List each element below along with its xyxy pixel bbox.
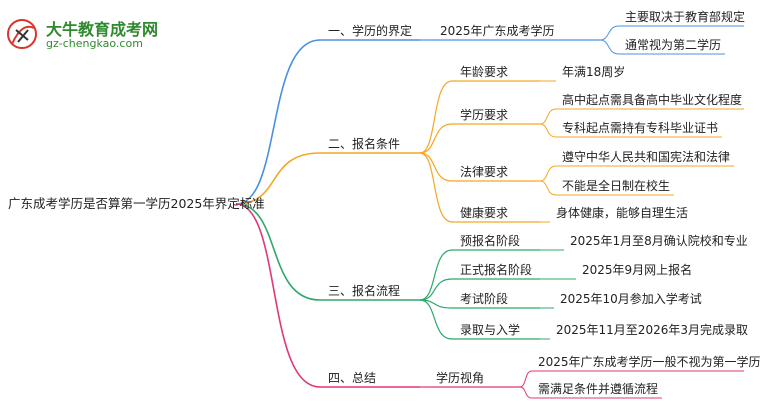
leaf-1-1-2: 通常视为第二学历: [625, 38, 722, 52]
leaf-2-3-1: 遵守中华人民共和国宪法和法律: [562, 150, 731, 164]
branch-3-label: 三、报名流程: [328, 284, 401, 298]
logo-mascot-icon: [7, 19, 37, 49]
connector-leaf-2-2-1: [539, 108, 557, 125]
branch-2-child-4-label: 健康要求: [460, 206, 509, 220]
connector-branch-2-child-3: [419, 152, 453, 182]
branch-1-child-1-label: 2025年广东成考学历: [440, 24, 555, 38]
connector-root-branch-2: [235, 152, 321, 205]
connector-root-branch-4: [235, 203, 321, 388]
logo-url: gz-chengkao.com: [46, 37, 143, 50]
branch-2-child-1-label: 年龄要求: [460, 65, 509, 79]
connector-leaf-2-2-2: [539, 123, 557, 138]
leaf-2-1-1: 年满18周岁: [562, 65, 626, 79]
root-topic: 广东成考学历是否算第一学历2025年界定标准: [8, 196, 265, 211]
leaf-3-3-1: 2025年10月参加入学考试: [560, 292, 702, 306]
branch-4-label: 四、总结: [328, 371, 377, 385]
leaf-3-4-1: 2025年11月至2026年3月完成录取: [556, 323, 748, 337]
connector-branch-3-child-2: [419, 278, 453, 301]
leaf-3-1-1: 2025年1月至8月确认院校和专业: [570, 234, 748, 248]
leaf-4-1-1: 2025年广东成考学历一般不视为第一学历: [538, 355, 761, 369]
branch-2-child-2-label: 学历要求: [460, 108, 509, 122]
branch-3-child-2-label: 正式报名阶段: [460, 263, 533, 277]
branch-3-child-4-label: 录取与入学: [460, 323, 521, 337]
leaf-2-2-1: 高中起点需具备高中毕业文化程度: [562, 93, 743, 107]
connector-leaf-1-1-2: [599, 39, 620, 55]
branch-1-label: 一、学历的界定: [328, 24, 413, 38]
branch-3-child-1-label: 预报名阶段: [460, 234, 521, 248]
leaf-1-1-1: 主要取决于教育部规定: [625, 10, 746, 24]
leaf-4-1-2: 需满足条件并遵循流程: [538, 382, 659, 396]
connector-branch-3-child-1: [419, 249, 453, 301]
connector-branch-2-child-2: [419, 123, 453, 154]
branch-4-child-1-label: 学历视角: [436, 371, 485, 385]
leaf-3-2-1: 2025年9月网上报名: [582, 263, 693, 277]
connector-root-branch-3: [235, 203, 321, 301]
branch-2-child-3-label: 法律要求: [460, 165, 509, 179]
connector-branch-2-child-1: [419, 80, 453, 154]
connector-leaf-4-1-2: [519, 386, 533, 399]
leaf-2-3-2: 不能是全日制在校生: [562, 179, 671, 193]
logo-title: 大牛教育成考网: [46, 20, 159, 39]
leaf-2-2-2: 专科起点需持有专科毕业证书: [562, 121, 719, 135]
connector-leaf-2-3-1: [539, 165, 557, 182]
connector-branch-2-child-4: [419, 152, 453, 223]
connector-branch-3-child-4: [419, 299, 453, 340]
connector-leaf-4-1-1: [519, 370, 533, 388]
connector-leaf-1-1-1: [599, 25, 620, 41]
logo: 大牛教育成考网 gz-chengkao.com: [6, 14, 176, 54]
branch-3-child-3-label: 考试阶段: [460, 292, 509, 306]
branch-2-label: 二、报名条件: [328, 137, 401, 151]
leaf-2-4-1: 身体健康，能够自理生活: [556, 206, 689, 220]
connector-leaf-2-3-2: [539, 180, 557, 196]
connector-root-branch-1: [235, 39, 321, 205]
